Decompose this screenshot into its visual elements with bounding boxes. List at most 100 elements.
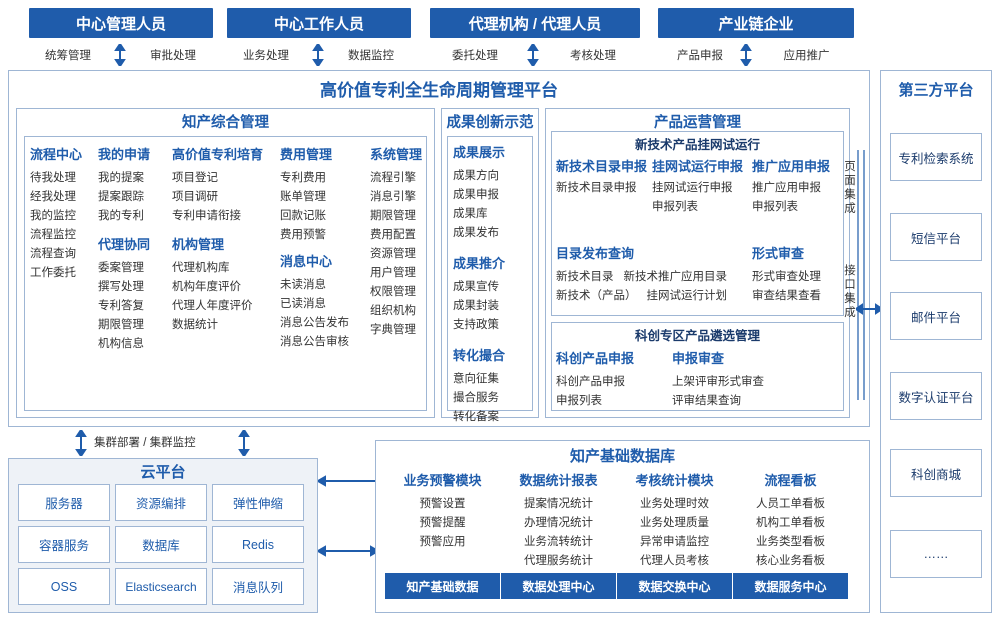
leaf[interactable]: 异常申请监控 (640, 536, 709, 548)
leaf[interactable]: 撮合服务 (453, 392, 499, 404)
leaf[interactable]: 字典管理 (370, 324, 416, 336)
leaf[interactable]: 形式审查处理 (752, 271, 821, 283)
leaf[interactable]: 流程引擎 (370, 172, 416, 184)
third-party-item-1[interactable]: 短信平台 (890, 213, 982, 261)
leaf[interactable]: 组织机构 (370, 305, 416, 317)
leaf[interactable]: 机构年度评价 (172, 281, 241, 293)
leaf[interactable]: 预警应用 (419, 536, 466, 548)
leaf[interactable]: 撰写处理 (98, 281, 144, 293)
leaf[interactable]: 核心业务看板 (756, 555, 825, 567)
leaf[interactable]: 回款记账 (280, 210, 326, 222)
leaf[interactable]: 评审结果查询 (672, 395, 741, 407)
leaf[interactable]: 数据统计 (172, 319, 218, 331)
leaf[interactable]: 已读消息 (280, 298, 326, 310)
leaf[interactable]: 消息公告发布 (280, 317, 349, 329)
role-box-0[interactable]: 中心管理人员 (29, 8, 213, 38)
leaf[interactable]: 业务处理质量 (640, 517, 709, 529)
leaf[interactable]: 资源管理 (370, 248, 416, 260)
role-box-1[interactable]: 中心工作人员 (227, 8, 411, 38)
leaf[interactable]: 预警提醒 (419, 517, 466, 529)
leaf[interactable]: 账单管理 (280, 191, 326, 203)
leaf[interactable]: 费用预警 (280, 229, 326, 241)
leaf[interactable]: 专利申请衔接 (172, 210, 241, 222)
leaf[interactable]: 推广应用申报 (752, 182, 821, 194)
leaf[interactable]: 科创产品申报 (556, 376, 625, 388)
leaf[interactable]: 代理人员考核 (640, 555, 709, 567)
leaf[interactable]: 期限管理 (370, 210, 416, 222)
leaf[interactable]: 委案管理 (98, 262, 144, 274)
leaf[interactable]: 新技术目录 (556, 271, 614, 283)
leaf[interactable]: 代理服务统计 (524, 555, 593, 567)
leaf[interactable]: 业务流转统计 (524, 536, 593, 548)
third-party-item-5[interactable]: …… (890, 530, 982, 578)
leaf[interactable]: 提案跟踪 (98, 191, 144, 203)
leaf[interactable]: 预警设置 (419, 498, 466, 510)
leaf[interactable]: 我的监控 (30, 210, 76, 222)
role-box-3[interactable]: 产业链企业 (658, 8, 854, 38)
leaf[interactable]: 消息引擎 (370, 191, 416, 203)
cloud-cell-0[interactable]: 服务器 (18, 484, 110, 521)
leaf[interactable]: 专利答复 (98, 300, 144, 312)
cloud-cell-1[interactable]: 资源编排 (115, 484, 207, 521)
leaf[interactable]: 代理人年度评价 (172, 300, 253, 312)
leaf[interactable]: 权限管理 (370, 286, 416, 298)
leaf[interactable]: 成果宣传 (453, 281, 499, 293)
leaf[interactable]: 未读消息 (280, 279, 326, 291)
cloud-cell-8[interactable]: 消息队列 (212, 568, 304, 605)
leaf[interactable]: 成果方向 (453, 170, 499, 182)
leaf[interactable]: 转化备案 (453, 411, 499, 423)
cloud-cell-2[interactable]: 弹性伸缩 (212, 484, 304, 521)
leaf[interactable]: 费用配置 (370, 229, 416, 241)
leaf[interactable]: 机构信息 (98, 338, 144, 350)
leaf[interactable]: 新技术（产品） (556, 290, 637, 302)
leaf[interactable]: 挂网试运行计划 (646, 290, 728, 302)
third-party-item-3[interactable]: 数字认证平台 (890, 372, 982, 420)
db-footer-3[interactable]: 数据服务中心 (733, 573, 848, 599)
leaf[interactable]: 办理情况统计 (524, 517, 593, 529)
leaf[interactable]: 消息公告审核 (280, 336, 349, 348)
db-footer-1[interactable]: 数据处理中心 (501, 573, 616, 599)
leaf[interactable]: 代理机构库 (172, 262, 230, 274)
leaf[interactable]: 项目登记 (172, 172, 218, 184)
leaf[interactable]: 人员工单看板 (756, 498, 825, 510)
leaf[interactable]: 流程查询 (30, 248, 76, 260)
cloud-cell-7[interactable]: Elasticsearch (115, 568, 207, 605)
leaf[interactable]: 申报列表 (752, 201, 798, 213)
leaf[interactable]: 上架评审形式审查 (672, 376, 764, 388)
leaf[interactable]: 工作委托 (30, 267, 76, 279)
leaf[interactable]: 申报列表 (652, 201, 698, 213)
leaf[interactable]: 用户管理 (370, 267, 416, 279)
leaf[interactable]: 机构工单看板 (756, 517, 825, 529)
cloud-cell-6[interactable]: OSS (18, 568, 110, 605)
leaf[interactable]: 成果申报 (453, 189, 499, 201)
cloud-cell-3[interactable]: 容器服务 (18, 526, 110, 563)
leaf[interactable]: 业务类型看板 (756, 536, 825, 548)
third-party-item-0[interactable]: 专利检索系统 (890, 133, 982, 181)
leaf[interactable]: 专利费用 (280, 172, 326, 184)
leaf[interactable]: 待我处理 (30, 172, 76, 184)
leaf[interactable]: 审查结果查看 (752, 290, 821, 302)
leaf[interactable]: 新技术推广应用目录 (623, 271, 728, 283)
db-footer-2[interactable]: 数据交换中心 (617, 573, 732, 599)
cloud-cell-4[interactable]: 数据库 (115, 526, 207, 563)
leaf[interactable]: 申报列表 (556, 395, 602, 407)
leaf[interactable]: 提案情况统计 (524, 498, 593, 510)
leaf[interactable]: 成果封装 (453, 300, 499, 312)
leaf[interactable]: 成果发布 (453, 227, 499, 239)
leaf[interactable]: 支持政策 (453, 319, 499, 331)
leaf[interactable]: 业务处理时效 (640, 498, 709, 510)
leaf[interactable]: 经我处理 (30, 191, 76, 203)
cloud-cell-5[interactable]: Redis (212, 526, 304, 563)
third-party-item-4[interactable]: 科创商城 (890, 449, 982, 497)
leaf[interactable]: 成果库 (453, 208, 488, 220)
leaf[interactable]: 流程监控 (30, 229, 76, 241)
leaf[interactable]: 新技术目录申报 (556, 182, 637, 194)
role-box-2[interactable]: 代理机构 / 代理人员 (430, 8, 640, 38)
leaf[interactable]: 我的专利 (98, 210, 144, 222)
third-party-item-2[interactable]: 邮件平台 (890, 292, 982, 340)
leaf[interactable]: 挂网试运行申报 (652, 182, 733, 194)
leaf[interactable]: 意向征集 (453, 373, 499, 385)
leaf[interactable]: 我的提案 (98, 172, 144, 184)
leaf[interactable]: 项目调研 (172, 191, 218, 203)
db-footer-0[interactable]: 知产基础数据 (385, 573, 500, 599)
